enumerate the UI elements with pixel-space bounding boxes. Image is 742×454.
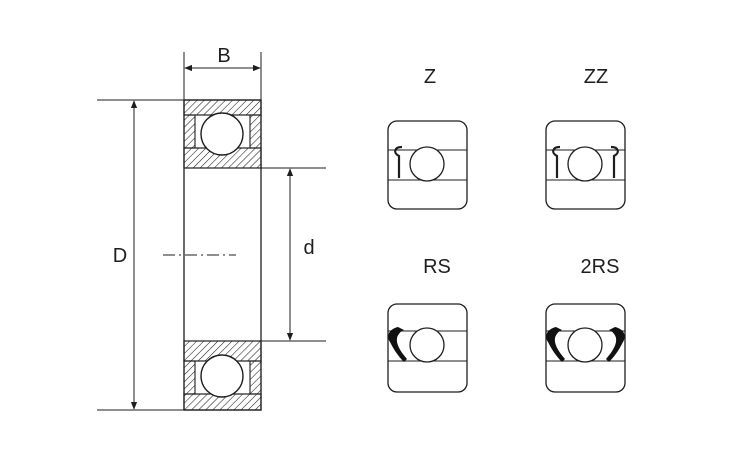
variant-z-label: Z — [424, 66, 436, 88]
variant-zz: ZZ — [545, 66, 626, 210]
variant-rs-frame — [387, 303, 468, 393]
ball-bottom — [200, 354, 244, 398]
variant-z-frame — [387, 120, 468, 210]
variant-2rs-label: 2RS — [581, 256, 620, 278]
ball-top — [200, 112, 244, 156]
bore-diameter-label: d — [303, 237, 314, 259]
variant-2rs-seal-left — [546, 327, 565, 362]
variant-zz-label: ZZ — [584, 66, 608, 88]
variant-z-ball — [409, 146, 445, 182]
variant-rs-ball — [409, 327, 445, 363]
dimension-d-bore: d — [261, 167, 326, 342]
variant-2rs-frame — [545, 303, 626, 393]
outer-diameter-label: D — [113, 245, 127, 267]
variant-rs: RS — [387, 256, 468, 393]
variant-zz-ball — [567, 146, 603, 182]
variant-z: Z — [387, 66, 468, 210]
variant-2rs-seal-right — [606, 327, 625, 362]
variant-rs-seal — [388, 327, 407, 362]
variant-zz-shield-left — [552, 145, 561, 178]
dimension-b: B — [183, 45, 262, 100]
shoulder-left-top — [183, 114, 196, 149]
shoulder-left-bottom — [183, 360, 196, 395]
shoulder-right-top — [249, 114, 262, 149]
variant-zz-frame — [545, 120, 626, 210]
dimension-d-outer: D — [97, 99, 184, 411]
variant-2rs: 2RS — [545, 256, 626, 393]
width-label: B — [217, 45, 230, 67]
top-ring-section — [183, 99, 262, 169]
variant-z-shield — [394, 145, 403, 178]
variant-rs-label: RS — [423, 256, 451, 278]
variant-zz-shield-right — [610, 145, 619, 178]
variant-2rs-ball — [567, 327, 603, 363]
shoulder-right-bottom — [249, 360, 262, 395]
bearing-cross-section — [163, 99, 262, 411]
bottom-ring-section — [183, 340, 262, 411]
